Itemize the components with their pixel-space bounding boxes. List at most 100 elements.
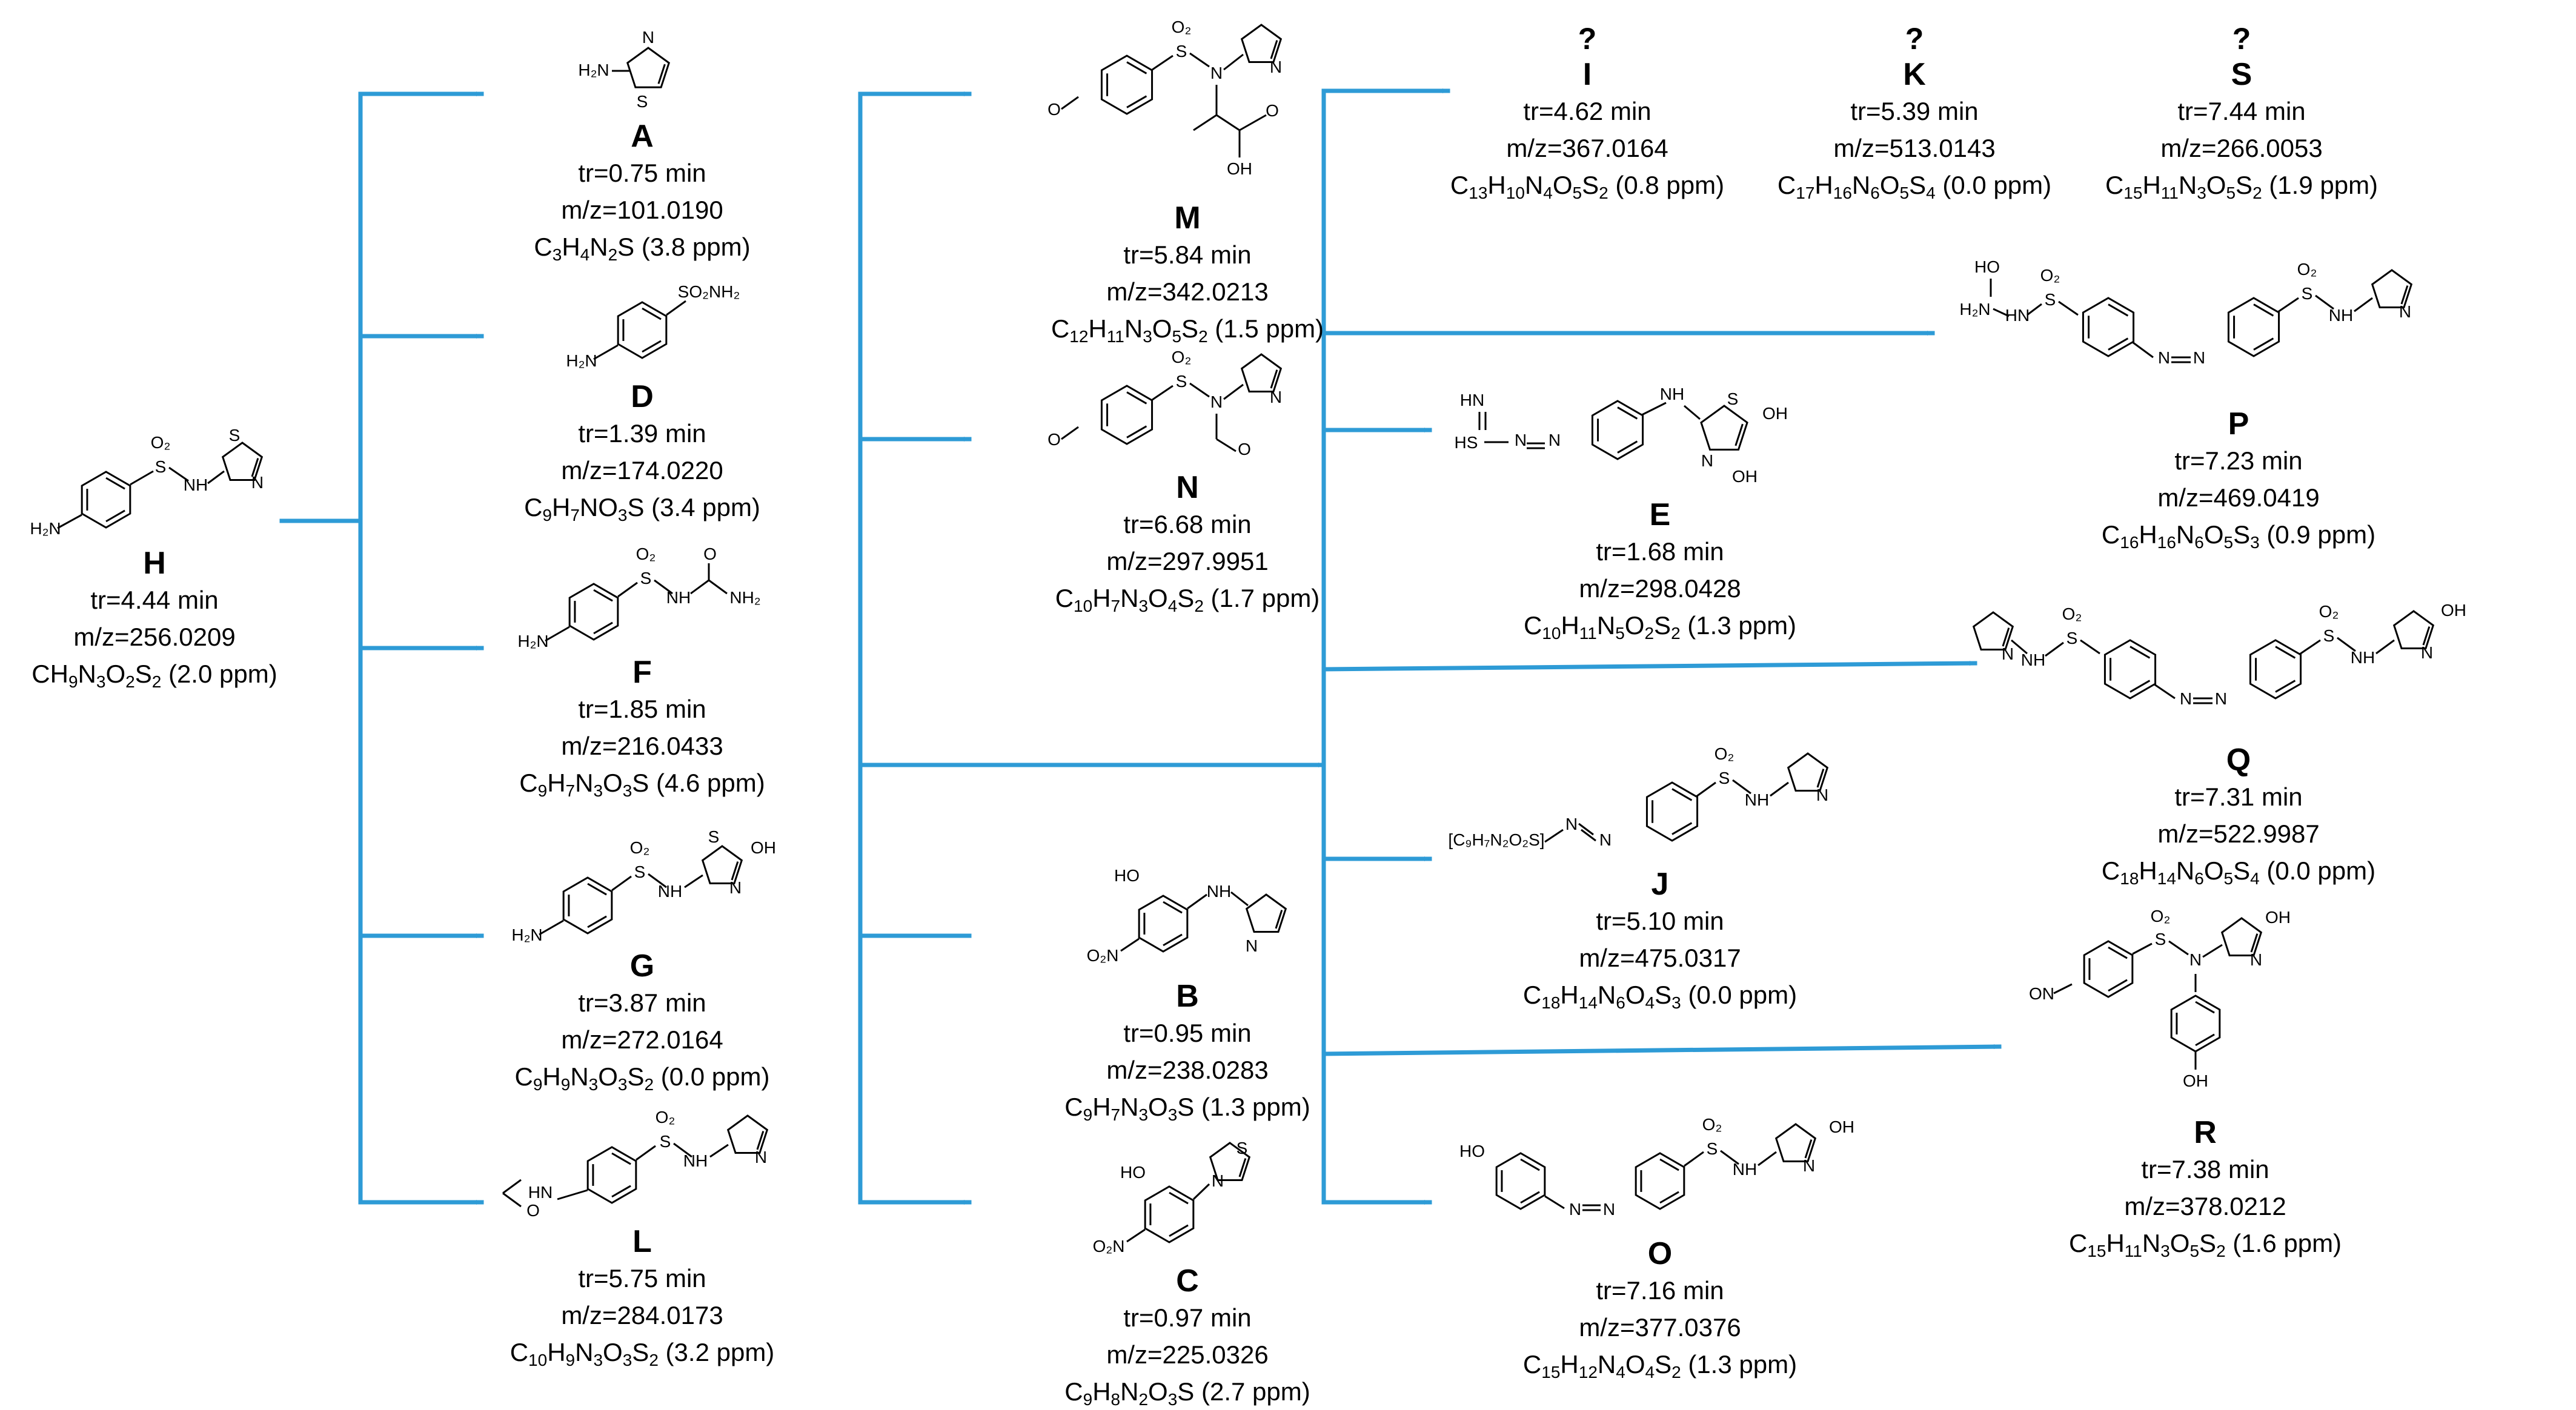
- svg-text:NH: NH: [1660, 385, 1684, 403]
- svg-text:NH: NH: [1207, 882, 1231, 901]
- svg-text:O₂: O₂: [1172, 348, 1192, 366]
- arrow-to-Q: [1321, 661, 1977, 672]
- svg-text:S: S: [708, 827, 720, 846]
- svg-text:S: S: [155, 457, 167, 476]
- svg-text:O: O: [1047, 430, 1061, 449]
- formula-text: CH9N3O2S2: [32, 660, 162, 691]
- svg-text:S: S: [640, 569, 652, 588]
- svg-text:N: N: [1565, 815, 1578, 833]
- svg-text:N: N: [1246, 936, 1258, 955]
- mass-to-charge: m/z=513.0143: [1833, 134, 1996, 162]
- retention-time: tr=5.39 min: [1850, 97, 1979, 125]
- mass-to-charge: m/z=378.0212: [2124, 1192, 2286, 1220]
- svg-text:NH: NH: [184, 475, 208, 494]
- formula-text: C12H11N3O5S2: [1051, 314, 1208, 346]
- svg-text:N: N: [2002, 644, 2014, 663]
- compound-id: E: [1649, 497, 1671, 532]
- svg-text:O₂: O₂: [2040, 266, 2060, 285]
- svg-text:OH: OH: [751, 838, 776, 857]
- mass-error: (1.6 ppm): [2225, 1229, 2342, 1257]
- compound-id: I: [1582, 57, 1592, 92]
- mass-to-charge: m/z=256.0209: [73, 623, 236, 651]
- svg-text:HN: HN: [2005, 306, 2030, 325]
- svg-text:NH: NH: [2329, 306, 2353, 325]
- svg-text:N: N: [2158, 348, 2170, 367]
- structure-H: H₂N S O₂ NH S N: [30, 426, 264, 538]
- svg-text:O₂: O₂: [2319, 602, 2339, 621]
- formula-text: C18H14N6O5S4: [2101, 856, 2260, 888]
- svg-text:NH: NH: [2351, 648, 2375, 667]
- svg-text:H₂N: H₂N: [578, 61, 609, 79]
- compound-id: S: [2231, 57, 2252, 92]
- svg-text:S: S: [1176, 42, 1187, 61]
- structure-J: [C₉H₇N₂O₂S] N N S O₂ NH N: [1448, 744, 1828, 849]
- mass-error: (0.8 ppm): [1608, 171, 1725, 199]
- mass-error: (0.0 ppm): [2259, 856, 2376, 885]
- svg-text:N: N: [1210, 392, 1223, 411]
- retention-time: tr=4.62 min: [1523, 97, 1651, 125]
- svg-text:N: N: [1569, 1200, 1581, 1219]
- molecular-formula: C3H4N2S (3.8 ppm): [412, 228, 872, 265]
- compound-id: B: [1176, 979, 1199, 1014]
- mass-error: (3.4 ppm): [644, 493, 760, 521]
- mass-error: (1.7 ppm): [1203, 584, 1320, 612]
- structure-A: H₂N N S: [578, 28, 671, 111]
- svg-text:S: S: [2323, 626, 2335, 645]
- compound-id: L: [632, 1224, 652, 1259]
- arrow-to-R: [1321, 1044, 2002, 1056]
- svg-text:OH: OH: [1227, 159, 1252, 178]
- structure-M: O S O₂ N N O OH: [1047, 18, 1282, 178]
- formula-text: C15H12N4O4S2: [1522, 1350, 1681, 1382]
- mass-to-charge: m/z=469.0419: [2157, 483, 2320, 512]
- svg-text:O₂: O₂: [1172, 18, 1192, 36]
- molecular-formula: C10H9N3O3S2 (3.2 ppm): [412, 1334, 872, 1371]
- svg-text:N: N: [1701, 451, 1713, 470]
- mass-to-charge: m/z=101.0190: [561, 196, 723, 224]
- retention-time: tr=6.68 min: [1123, 510, 1252, 538]
- svg-text:O₂: O₂: [656, 1108, 676, 1127]
- svg-text:H₂N: H₂N: [517, 632, 548, 650]
- formula-text: C13H10N4O5S2: [1450, 171, 1608, 202]
- structure-O: HO N N S O₂ NH N OH: [1459, 1115, 1854, 1219]
- svg-text:N: N: [755, 1148, 767, 1167]
- svg-text:HO: HO: [1120, 1163, 1146, 1182]
- molecular-formula: C9H9N3O3S2 (0.0 ppm): [412, 1058, 872, 1095]
- svg-text:N: N: [2421, 643, 2433, 662]
- svg-text:N: N: [729, 878, 742, 897]
- svg-text:O₂: O₂: [2297, 260, 2317, 279]
- svg-text:OH: OH: [2441, 601, 2466, 620]
- svg-text:O: O: [1238, 440, 1251, 458]
- svg-text:[C₉H₇N₂O₂S]: [C₉H₇N₂O₂S]: [1448, 830, 1544, 849]
- structure-L: O HN S O₂ NH N: [502, 1108, 769, 1220]
- compound-id: G: [629, 948, 655, 984]
- svg-text:N: N: [2193, 348, 2205, 367]
- svg-text:N: N: [2250, 950, 2262, 969]
- svg-text:O₂: O₂: [1715, 744, 1734, 763]
- retention-time: tr=7.23 min: [2174, 446, 2303, 475]
- molecular-formula: C17H16N6O5S4 (0.0 ppm): [1757, 167, 2072, 204]
- svg-text:S: S: [2066, 629, 2078, 647]
- svg-text:O₂: O₂: [2062, 604, 2082, 623]
- svg-text:NH: NH: [658, 882, 682, 901]
- mass-error: (3.2 ppm): [658, 1338, 775, 1366]
- mass-to-charge: m/z=216.0433: [561, 732, 723, 760]
- retention-time: tr=1.39 min: [578, 419, 706, 448]
- svg-text:N: N: [1270, 58, 1282, 76]
- svg-text:OH: OH: [1762, 404, 1788, 423]
- molecular-formula: C13H10N4O5S2 (0.8 ppm): [1430, 167, 1745, 204]
- svg-text:H₂N: H₂N: [30, 519, 61, 538]
- compound-id: P: [2228, 406, 2249, 442]
- mass-error: (1.5 ppm): [1207, 314, 1324, 343]
- retention-time: tr=7.16 min: [1596, 1276, 1724, 1305]
- structure-P: HO H₂N HN S O₂ N N S O₂ NH N: [1959, 257, 2413, 367]
- retention-time: tr=1.68 min: [1596, 537, 1724, 566]
- svg-text:ON: ON: [2029, 984, 2054, 1003]
- svg-text:NH: NH: [683, 1151, 708, 1170]
